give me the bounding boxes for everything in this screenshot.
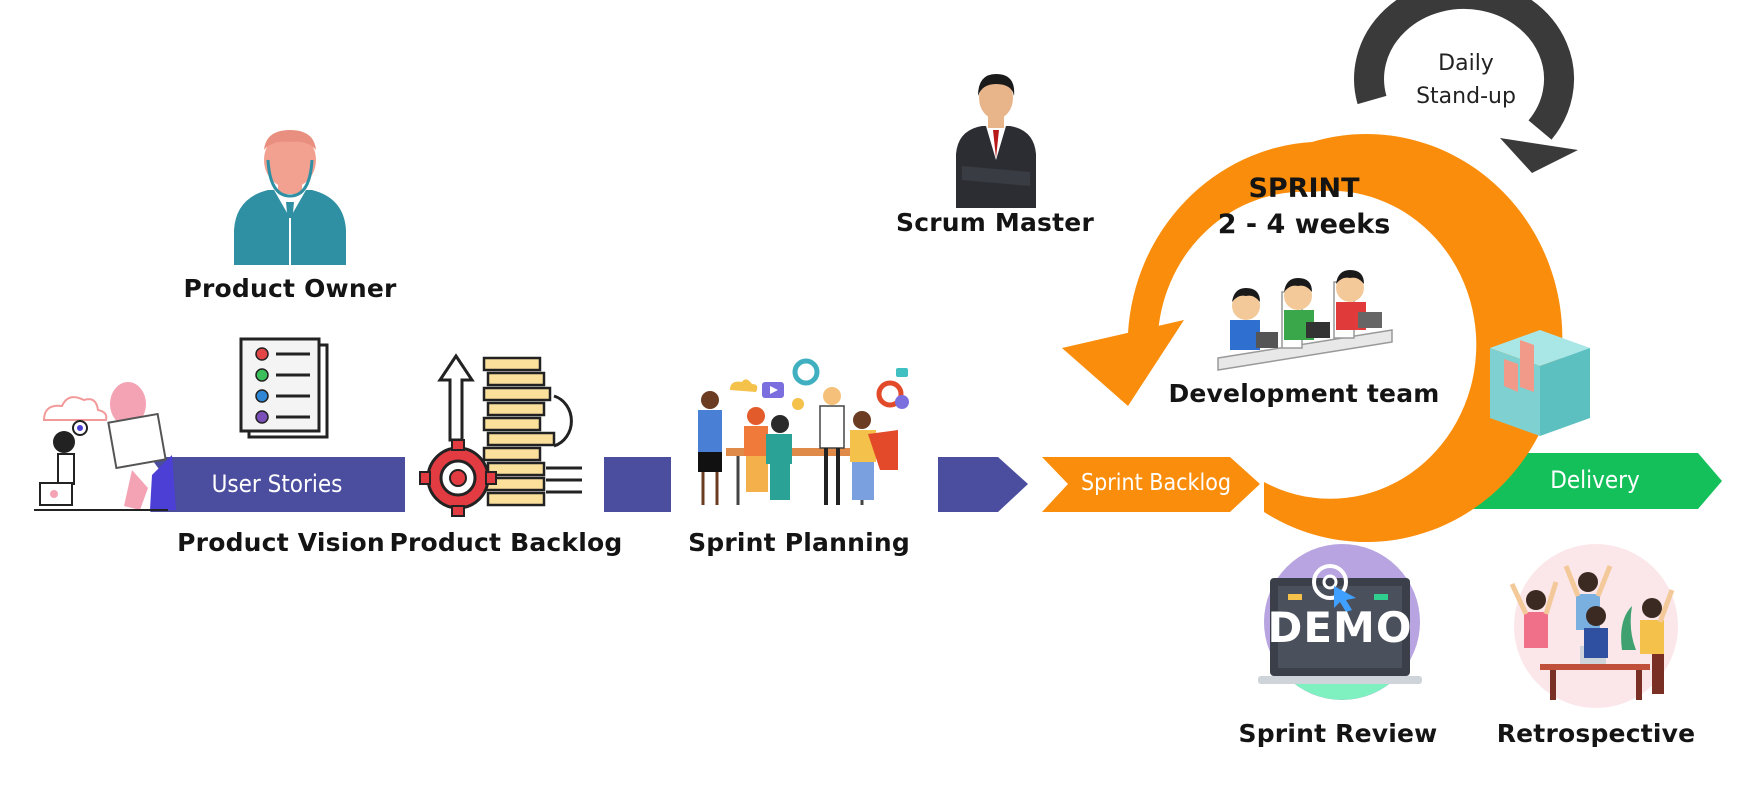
development-team-icon [1217,270,1393,371]
sprint-weeks: 2 - 4 weeks [1217,209,1391,240]
retrospective-team-icon [1509,544,1678,708]
flow-ribbon-sprint-backlog [1042,457,1260,512]
sprint-cycle-arrow-icon [1062,134,1563,543]
flow-ribbon-delivery [1456,453,1722,509]
delivery-box-icon [1490,330,1590,436]
delivery-ribbon-label: Delivery [1550,466,1640,494]
product-backlog-label: Product Backlog [389,528,623,557]
flow-ribbon-segment-2 [604,457,671,512]
product-owner-label: Product Owner [183,274,397,303]
development-team-label: Development team [1168,379,1440,408]
scrum-master-icon [956,74,1036,208]
daily-standup-label: Daily Stand-up [1416,47,1516,113]
demo-screen-text: DEMO [1267,603,1413,652]
product-vision-label: Product Vision [177,528,385,557]
product-owner-icon [234,130,346,265]
demo-monitor-icon [1258,544,1422,700]
sprint-title: SPRINT [1248,173,1360,204]
sprint-planning-team-icon [698,358,909,505]
flow-ribbon-user-stories [150,457,405,512]
scrum-master-label: Scrum Master [896,208,1094,237]
daily-standup-arrow-icon [1354,0,1578,173]
checklist-icon [239,337,329,439]
daily-standup-line1: Daily [1438,51,1494,76]
user-stories-illustration-icon [34,382,176,511]
flow-ribbon-segment-3 [938,457,1028,512]
sprint-backlog-ribbon-label: Sprint Backlog [1080,470,1232,496]
sprint-duration-label: SPRINT 2 - 4 weeks [1218,171,1391,243]
daily-standup-line2: Stand-up [1416,84,1516,109]
sprint-planning-label: Sprint Planning [688,528,910,557]
sprint-review-label: Sprint Review [1238,719,1438,748]
user-stories-ribbon-label: User Stories [211,470,343,498]
product-backlog-stack-icon [419,353,582,517]
retrospective-label: Retrospective [1496,719,1696,748]
